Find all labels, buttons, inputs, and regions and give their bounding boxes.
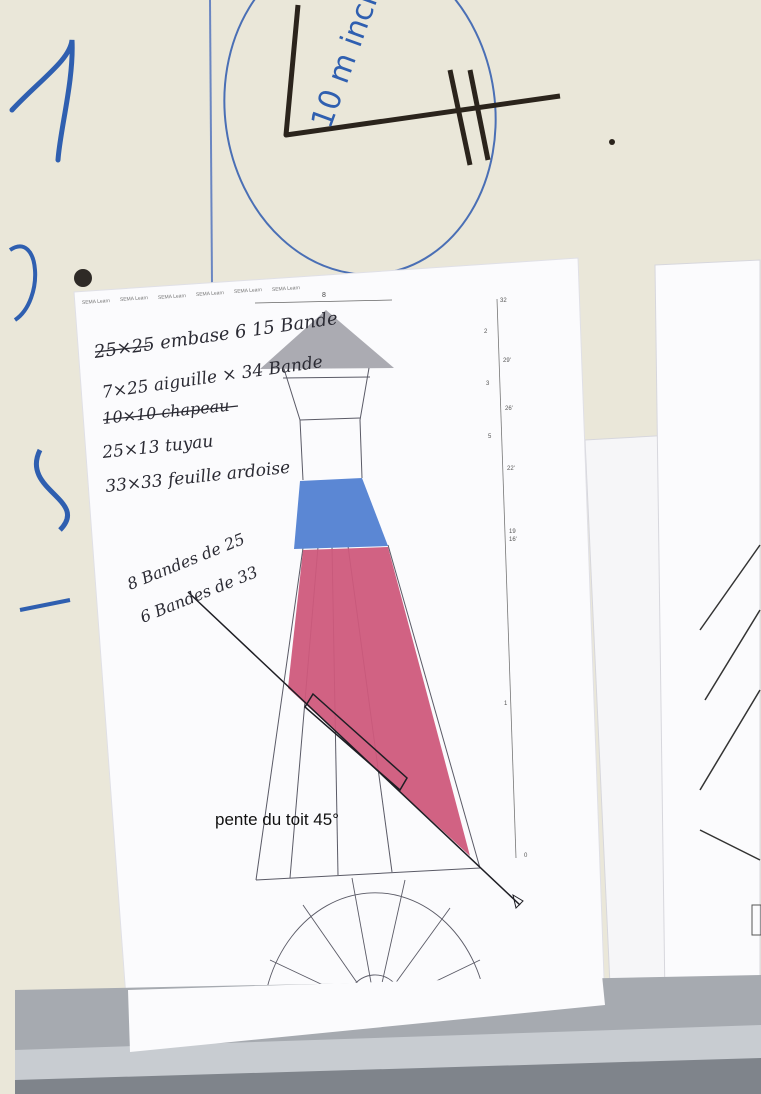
ruler-label: 29' xyxy=(503,358,511,364)
dimension-top: 8 xyxy=(322,292,326,299)
slope-caption: pente du toit 45° xyxy=(215,810,339,829)
sheet-header: SEMA Learn xyxy=(196,290,225,298)
strike-through xyxy=(94,345,151,353)
side-mark: 3 xyxy=(486,381,490,387)
ruler-label: 32 xyxy=(500,298,507,304)
ruler-label: 26' xyxy=(505,406,513,412)
sheet-header: SEMA Learn xyxy=(272,285,301,293)
strike-through xyxy=(102,405,239,421)
side-mark: 2 xyxy=(484,329,488,335)
sheet-header: SEMA Learn xyxy=(120,295,149,303)
ruler-label: 22' xyxy=(507,466,515,472)
grey-triangle xyxy=(260,310,394,369)
sheet-header: SEMA Learn xyxy=(158,293,187,301)
side-mark: 5 xyxy=(488,434,492,440)
red-trapezoid xyxy=(288,547,470,856)
roof-slope-tip xyxy=(512,893,524,909)
roof-slope-block xyxy=(304,692,408,792)
roof-slope-line xyxy=(187,591,521,906)
dimension-line xyxy=(254,299,393,304)
side-mark: 1 xyxy=(504,701,508,707)
ruler-label: 0 xyxy=(524,853,528,859)
magnet xyxy=(74,269,92,287)
right-ruler xyxy=(496,298,517,859)
marker-drawings xyxy=(8,0,615,612)
ruler-label: 19 xyxy=(509,529,516,535)
ruler-label: 16' xyxy=(509,537,517,543)
blue-band xyxy=(294,478,388,549)
main-sheet-bottom xyxy=(128,975,605,1052)
background-papers xyxy=(584,259,761,1006)
sheet-header: SEMA Learn xyxy=(234,287,263,295)
sheet-header: SEMA Learn xyxy=(82,298,111,306)
